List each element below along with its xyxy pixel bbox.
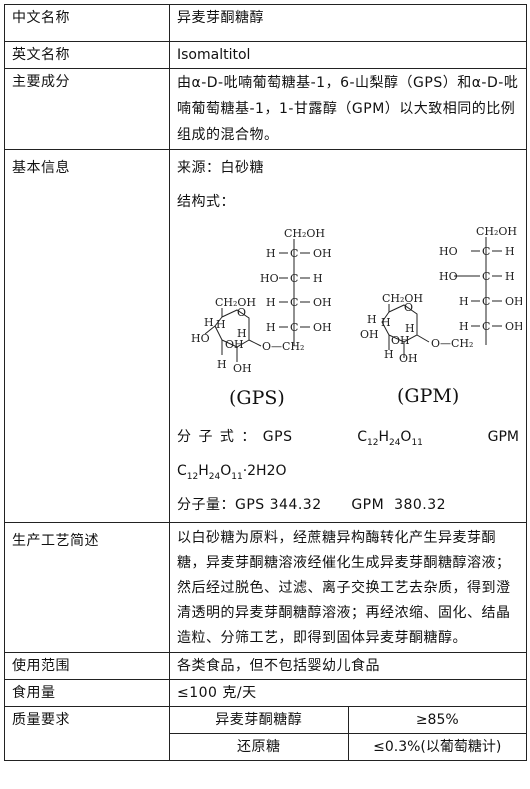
svg-text:H: H <box>266 247 276 260</box>
svg-text:H: H <box>505 245 515 258</box>
svg-text:H: H <box>405 322 415 335</box>
svg-text:O—CH₂: O—CH₂ <box>262 340 304 353</box>
svg-text:OH: OH <box>313 247 332 260</box>
composition-label: 主要成分 <box>4 68 170 150</box>
quality-table: 异麦芽酮糖醇 ≥85% 还原糖 ≤0.3%(以葡萄糖计) <box>170 707 526 760</box>
scope-label: 使用范围 <box>4 652 170 680</box>
svg-text:H: H <box>237 327 247 340</box>
svg-text:HO: HO <box>260 272 279 285</box>
basic-info-cell: 来源：白砂糖 结构式： <box>169 149 527 523</box>
table-row: 还原糖 ≤0.3%(以葡萄糖计) <box>170 733 526 760</box>
formula-gpm: C12H24O11·2H2O <box>177 463 287 482</box>
svg-text:C: C <box>290 321 298 334</box>
svg-text:H: H <box>266 321 276 334</box>
table-row: 异麦芽酮糖醇 ≥85% <box>170 707 526 734</box>
structure-label: 结构式： <box>177 194 235 210</box>
process-label: 生产工艺简述 <box>4 522 170 653</box>
formula-label: 分 子 式 ： GPS <box>177 429 293 445</box>
svg-text:H: H <box>204 316 214 329</box>
svg-text:C: C <box>482 320 490 333</box>
svg-text:H: H <box>313 272 323 285</box>
svg-text:OH: OH <box>313 296 332 309</box>
svg-text:CH₂OH: CH₂OH <box>284 227 325 240</box>
dosage-label: 食用量 <box>4 679 170 707</box>
en-name-label: 英文名称 <box>4 41 170 69</box>
molecular-weight: 分子量：GPS 344.32 GPM 380.32 <box>177 497 447 513</box>
quality-item-spec: ≤0.3%(以葡萄糖计) <box>347 733 526 760</box>
svg-text:C: C <box>482 245 490 258</box>
svg-text:OH: OH <box>505 320 522 333</box>
scope-value: 各类食品，但不包括婴幼儿食品 <box>169 652 527 680</box>
svg-text:H: H <box>381 316 391 329</box>
svg-text:H: H <box>505 270 515 283</box>
svg-text:OH: OH <box>391 334 410 347</box>
svg-text:H: H <box>367 313 377 326</box>
quality-item-name: 异麦芽酮糖醇 <box>170 707 349 734</box>
svg-text:O: O <box>237 306 246 319</box>
cn-name-label: 中文名称 <box>4 4 170 42</box>
svg-text:CH₂OH: CH₂OH <box>476 225 517 238</box>
svg-text:OH: OH <box>313 321 332 334</box>
svg-text:OH: OH <box>233 362 252 375</box>
svg-text:OH: OH <box>505 295 522 308</box>
quality-label: 质量要求 <box>4 706 170 761</box>
source-text: 来源：白砂糖 <box>177 160 264 176</box>
svg-text:H: H <box>384 348 394 361</box>
svg-text:H: H <box>459 295 469 308</box>
svg-text:OH: OH <box>399 352 418 365</box>
svg-text:H: H <box>459 320 469 333</box>
svg-text:CH₂OH: CH₂OH <box>215 296 256 309</box>
quality-item-name: 还原糖 <box>170 733 349 760</box>
svg-text:H: H <box>266 296 276 309</box>
svg-text:C: C <box>290 247 298 260</box>
basic-info-label: 基本信息 <box>4 149 170 523</box>
svg-text:CH₂OH: CH₂OH <box>382 292 423 305</box>
svg-text:C: C <box>482 270 490 283</box>
formula-gpm-prefix: GPM <box>487 429 519 445</box>
composition-value: 由α-D-吡喃葡萄糖基-1，6-山梨醇（GPS）和α-D-吡喃葡萄糖基-1，1-… <box>169 68 527 150</box>
svg-text:C: C <box>290 296 298 309</box>
svg-text:OH: OH <box>225 338 244 351</box>
gps-caption: (GPS) <box>229 387 285 409</box>
svg-text:C: C <box>290 272 298 285</box>
svg-text:HO: HO <box>191 332 210 345</box>
quality-item-spec: ≥85% <box>347 707 526 734</box>
svg-text:OH: OH <box>360 328 379 341</box>
quality-cell: 异麦芽酮糖醇 ≥85% 还原糖 ≤0.3%(以葡萄糖计) <box>169 706 527 761</box>
svg-text:H: H <box>217 358 227 371</box>
process-value: 以白砂糖为原料，经蔗糖异构酶转化产生异麦芽酮糖，异麦芽酮糖溶液经催化生成异麦芽酮… <box>169 522 527 653</box>
svg-text:HO: HO <box>439 245 458 258</box>
dosage-value: ≤100 克/天 <box>169 679 527 707</box>
en-name-value: Isomaltitol <box>169 41 527 69</box>
gpm-caption: (GPM) <box>397 385 459 407</box>
svg-text:O: O <box>404 301 413 314</box>
info-table: 中文名称 异麦芽酮糖醇 英文名称 Isomaltitol 主要成分 由α-D-吡… <box>4 4 527 761</box>
formula-line: 分 子 式 ： GPS C12H24O11 GPM <box>177 425 519 449</box>
formula-gps: C12H24O11 <box>357 429 423 448</box>
svg-text:C: C <box>482 295 490 308</box>
svg-text:HO: HO <box>439 270 458 283</box>
svg-text:H: H <box>216 318 226 331</box>
svg-text:O—CH₂: O—CH₂ <box>431 337 473 350</box>
cn-name-value: 异麦芽酮糖醇 <box>169 4 527 42</box>
